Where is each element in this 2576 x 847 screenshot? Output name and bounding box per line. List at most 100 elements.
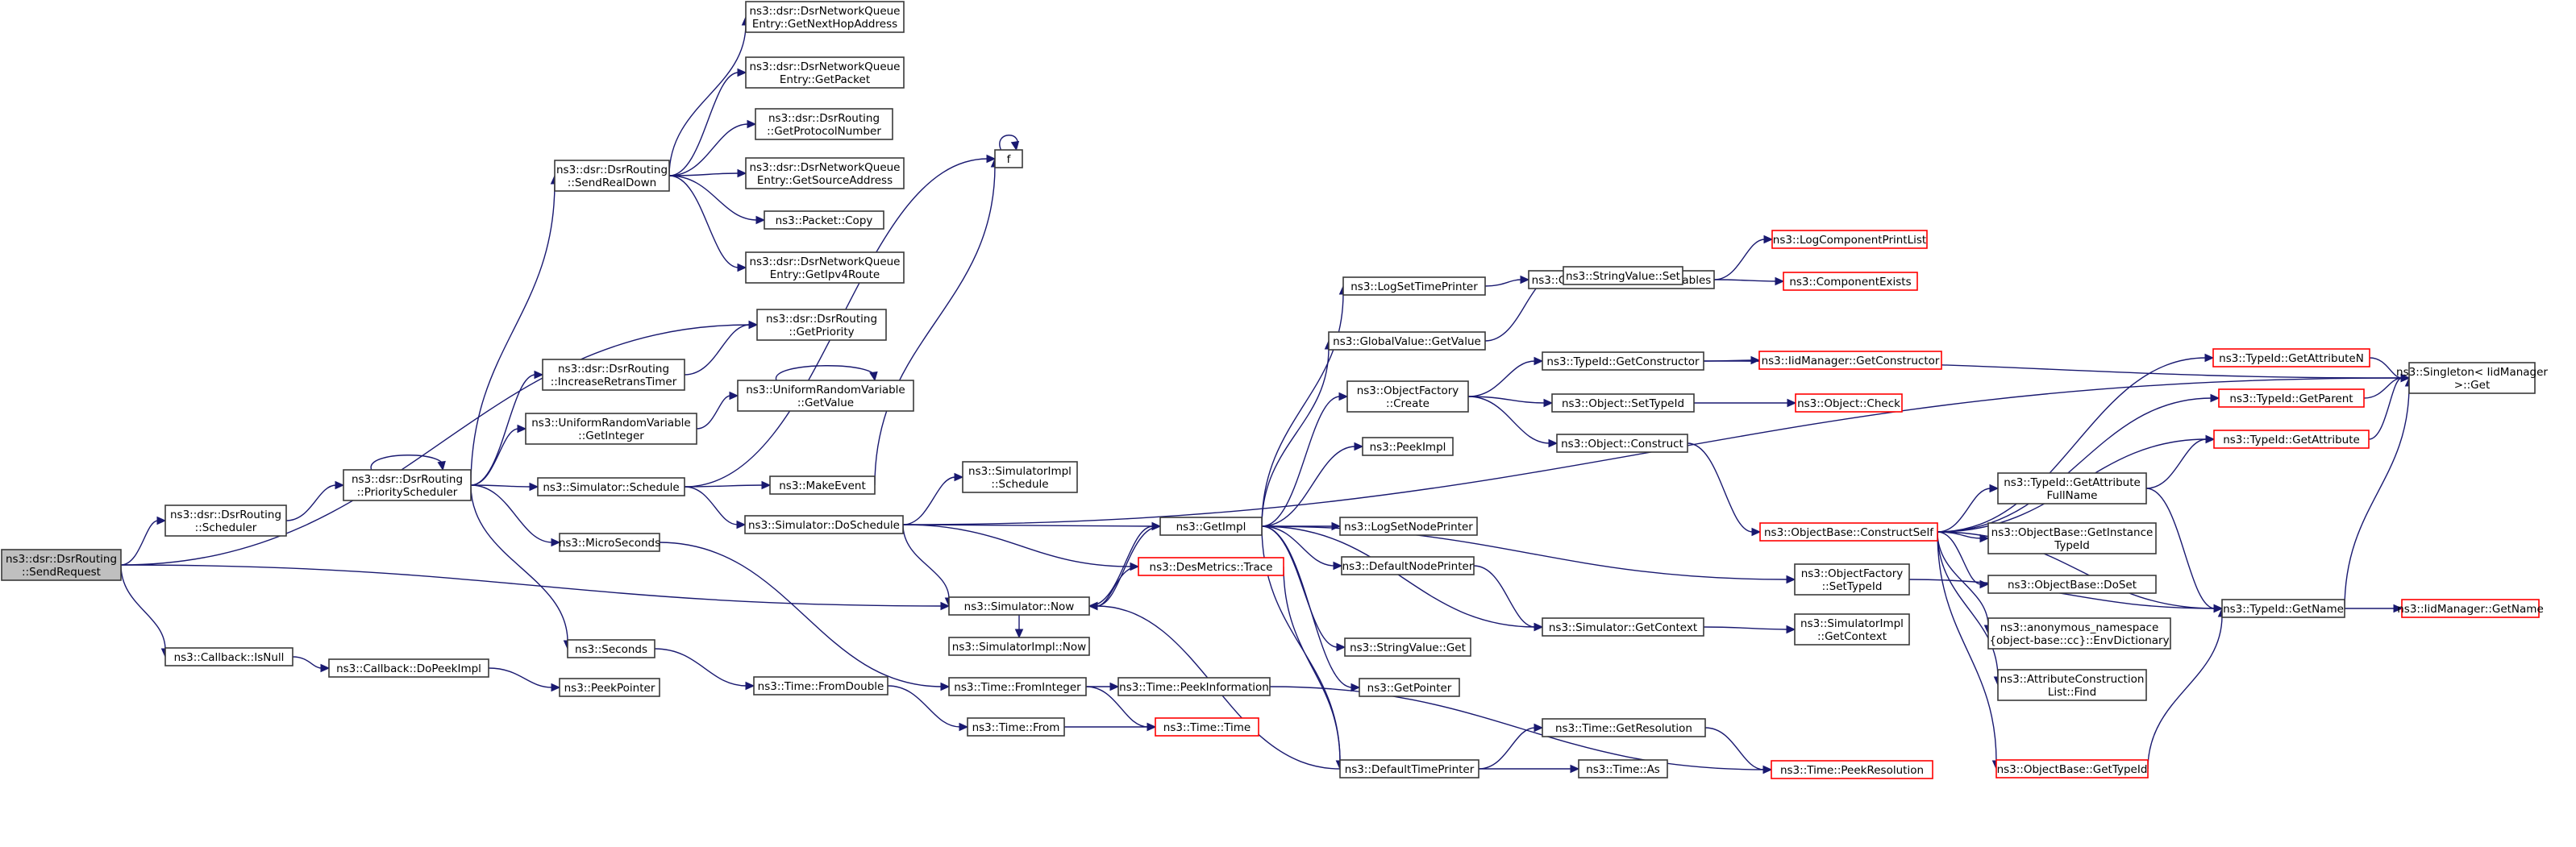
node-getnexthop[interactable]: ns3::dsr::DsrNetworkQueueEntry::GetNextH…	[745, 1, 905, 33]
node-simimplschedule[interactable]: ns3::SimulatorImpl::Schedule	[962, 461, 1078, 493]
edge-constructself-to-getattributefullname	[1937, 484, 2000, 533]
node-typeidgetname[interactable]: ns3::TypeId::GetName	[2221, 599, 2345, 618]
node-getsourceaddress[interactable]: ns3::dsr::DsrNetworkQueueEntry::GetSourc…	[745, 157, 905, 189]
edge-timefrominteger-to-timetime	[1085, 686, 1157, 732]
node-label: ::SendRealDown	[568, 176, 656, 189]
node-objectcheck[interactable]: ns3::Object::Check	[1795, 393, 1903, 413]
node-objectbasegettypeid[interactable]: ns3::ObjectBase::GetTypeId	[1995, 759, 2149, 778]
node-globalvaluegetvalue[interactable]: ns3::GlobalValue::GetValue	[1328, 331, 1486, 351]
node-objectfactorycreate[interactable]: ns3::ObjectFactory::Create	[1346, 380, 1469, 413]
node-box	[1339, 517, 1478, 536]
node-priorityscheduler[interactable]: ns3::dsr::DsrRouting::PriorityScheduler	[343, 469, 472, 501]
node-desmetricstrace[interactable]: ns3::DesMetrics::Trace	[1138, 557, 1284, 576]
node-timefromdouble[interactable]: ns3::Time::FromDouble	[753, 676, 888, 695]
node-timegetresolution[interactable]: ns3::Time::GetResolution	[1542, 718, 1706, 737]
node-singletonget[interactable]: ns3::Singleton< IidManager >::Get	[2396, 362, 2548, 394]
edge-constructself-to-getparent	[1937, 393, 2220, 533]
node-label: ::IncreaseRetransTimer	[551, 376, 677, 388]
node-box	[2218, 388, 2365, 408]
node-getattribute[interactable]: ns3::TypeId::GetAttribute	[2213, 430, 2370, 449]
node-sendrealdown[interactable]: ns3::dsr::DsrRouting::SendRealDown	[554, 160, 670, 192]
edge-sendrealdown-to-getpacket	[668, 68, 747, 176]
node-objectfactorysettypeid[interactable]: ns3::ObjectFactory::SetTypeId	[1794, 563, 1910, 596]
node-logsetnodeprinter[interactable]: ns3::LogSetNodePrinter	[1339, 517, 1478, 536]
node-scheduler[interactable]: ns3::dsr::DsrRouting::Scheduler	[164, 504, 287, 537]
node-defaulttimeprinter[interactable]: ns3::DefaultTimePrinter	[1339, 759, 1479, 778]
edge-timegetresolution-to-peekresolution	[1704, 727, 1773, 774]
node-iidgetconstructor[interactable]: ns3::IidManager::GetConstructor	[1758, 351, 1942, 370]
edge-urvgetvalue-to-urvgetvalue	[776, 365, 878, 382]
node-peekinformation[interactable]: ns3::Time::PeekInformation	[1117, 677, 1271, 696]
node-simschedule[interactable]: ns3::Simulator::Schedule	[537, 477, 685, 496]
node-peekpointer[interactable]: ns3::PeekPointer	[559, 678, 660, 697]
node-stringvalueget[interactable]: ns3::StringValue::Get	[1344, 637, 1471, 657]
node-objectconstruct[interactable]: ns3::Object::Construct	[1556, 434, 1688, 453]
node-seconds[interactable]: ns3::Seconds	[567, 639, 655, 658]
edge-defaulttimeprinter-to-timegetresolution	[1478, 723, 1544, 770]
edge-sendrequest-to-simnow	[120, 564, 951, 611]
node-peekimpl[interactable]: ns3::PeekImpl	[1362, 437, 1454, 456]
node-urvgetvalue[interactable]: ns3::UniformRandomVariable::GetValue	[737, 380, 914, 412]
node-peekresolution[interactable]: ns3::Time::PeekResolution	[1771, 760, 1933, 779]
node-simnow[interactable]: ns3::Simulator::Now	[948, 596, 1090, 616]
node-defaultnodeprinter[interactable]: ns3::DefaultNodePrinter	[1341, 556, 1475, 575]
node-timetime[interactable]: ns3::Time::Time	[1155, 717, 1259, 737]
node-microseconds[interactable]: ns3::MicroSeconds	[559, 533, 660, 552]
node-getipv4route[interactable]: ns3::dsr::DsrNetworkQueueEntry::GetIpv4R…	[745, 251, 905, 284]
edge-getimpl-to-logsettimeprinter	[1261, 284, 1348, 527]
node-isnull[interactable]: ns3::Callback::IsNull	[164, 647, 293, 666]
edge-getimpl-to-objectfactorycreate	[1261, 392, 1349, 527]
edge-doschedule-to-simimplschedule	[902, 472, 964, 525]
node-getprotocolnumber[interactable]: ns3::dsr::DsrRouting::GetProtocolNumber	[755, 108, 893, 140]
node-packetcopy[interactable]: ns3::Packet::Copy	[764, 210, 884, 230]
node-label: ns3::Time::As	[1586, 763, 1660, 776]
node-dopeekimpl[interactable]: ns3::Callback::DoPeekImpl	[328, 658, 489, 678]
node-box	[1997, 472, 2147, 504]
node-urvgetinteger[interactable]: ns3::UniformRandomVariable::GetInteger	[525, 413, 697, 445]
node-doschedule[interactable]: ns3::Simulator::DoSchedule	[744, 515, 904, 534]
node-f[interactable]: f	[994, 149, 1023, 168]
node-label: ns3::IidManager::GetName	[2397, 603, 2544, 616]
node-label: ns3::ObjectBase::ConstructSelf	[1764, 526, 1934, 539]
node-getattributen[interactable]: ns3::TypeId::GetAttributeN	[2212, 348, 2370, 367]
edge-priorityscheduler-to-seconds	[470, 484, 572, 650]
node-box	[1556, 434, 1688, 453]
node-label: ns3::ObjectBase::GetInstance	[1991, 526, 2154, 539]
node-logsettimeprinter[interactable]: ns3::LogSetTimePrinter	[1342, 276, 1486, 296]
node-label: ns3::dsr::DsrRouting	[556, 164, 668, 176]
node-simimplnow[interactable]: ns3::SimulatorImpl::Now	[948, 637, 1090, 656]
edge-makeevent-to-f	[874, 157, 1000, 486]
edge-getimpl-to-simgetcontext	[1261, 525, 1544, 632]
node-sendrequest[interactable]: ns3::dsr::DsrRouting::SendRequest	[1, 549, 122, 581]
node-label: ns3::AttributeConstruction	[2000, 673, 2145, 686]
node-doset[interactable]: ns3::ObjectBase::DoSet	[1987, 575, 2157, 594]
node-timeas[interactable]: ns3::Time::As	[1578, 759, 1668, 778]
node-increaseretrans[interactable]: ns3::dsr::DsrRouting::IncreaseRetransTim…	[542, 359, 685, 391]
node-iidgetname[interactable]: ns3::IidManager::GetName	[2397, 599, 2544, 618]
node-simgetcontext[interactable]: ns3::Simulator::GetContext	[1542, 617, 1704, 637]
node-objectsettypeid[interactable]: ns3::Object::SetTypeId	[1551, 393, 1695, 413]
node-envdictionary[interactable]: ns3::anonymous_namespace{object-base::cc…	[1987, 617, 2171, 650]
node-getpointer[interactable]: ns3::GetPointer	[1359, 678, 1460, 697]
node-timefrominteger[interactable]: ns3::Time::FromInteger	[948, 677, 1087, 696]
node-box	[745, 1, 905, 33]
node-componentexists[interactable]: ns3::ComponentExists	[1783, 272, 1918, 291]
node-constructself[interactable]: ns3::ObjectBase::ConstructSelf	[1759, 522, 1938, 542]
node-typeidgetconstructor[interactable]: ns3::TypeId::GetConstructor	[1542, 351, 1704, 371]
node-getpriority[interactable]: ns3::dsr::DsrRouting::GetPriority	[756, 309, 887, 341]
node-simimplgetcontext[interactable]: ns3::SimulatorImpl::GetContext	[1794, 613, 1910, 646]
node-label: Entry::GetNextHopAddress	[752, 18, 897, 31]
node-timefrom[interactable]: ns3::Time::From	[967, 717, 1065, 737]
node-getimpl[interactable]: ns3::GetImpl	[1159, 517, 1263, 536]
node-makeevent[interactable]: ns3::MakeEvent	[769, 475, 876, 495]
node-logcomponentprintlist[interactable]: ns3::LogComponentPrintList	[1771, 230, 1928, 249]
node-box	[994, 149, 1023, 168]
node-getpacket[interactable]: ns3::dsr::DsrNetworkQueueEntry::GetPacke…	[745, 56, 905, 89]
node-stringvalueset[interactable]: ns3::StringValue::Set	[1563, 266, 1683, 285]
node-box	[1551, 393, 1695, 413]
node-label: ns3::Object::Check	[1797, 397, 1900, 410]
node-getparent[interactable]: ns3::TypeId::GetParent	[2218, 388, 2365, 408]
